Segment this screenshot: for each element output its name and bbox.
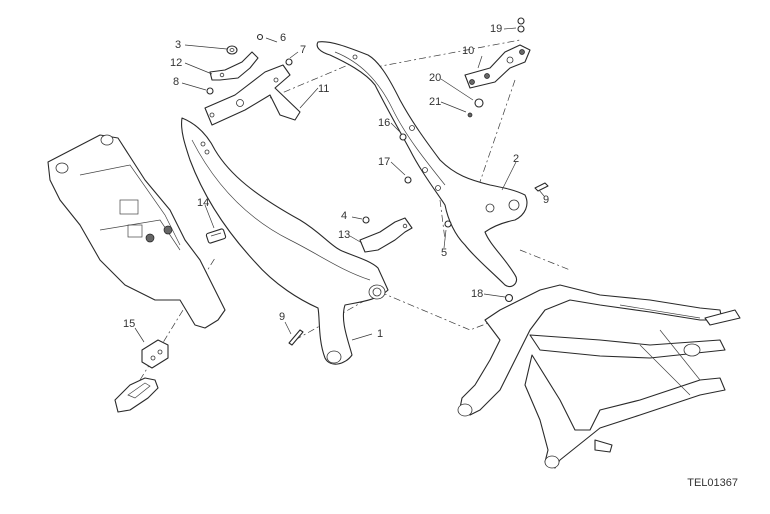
callout-14: 14 <box>197 197 210 209</box>
callout-8: 8 <box>173 76 180 88</box>
callout-7: 7 <box>300 44 307 56</box>
callout-17: 17 <box>378 156 391 168</box>
part-14-pad <box>205 228 227 244</box>
callout-21: 21 <box>429 96 442 108</box>
callout-20: 20 <box>429 72 442 84</box>
callout-15: 15 <box>123 318 136 330</box>
part-1-left-subframe <box>181 117 389 365</box>
small-fasteners <box>206 17 549 346</box>
callout-1: 1 <box>377 328 384 340</box>
drawing-code: TEL01367 <box>687 477 738 489</box>
callout-2: 2 <box>513 153 520 165</box>
part-3-spacer <box>226 45 238 55</box>
part-13-bracket <box>359 217 413 253</box>
callout-3: 3 <box>175 39 182 51</box>
callout-10: 10 <box>462 45 475 57</box>
callout-12: 12 <box>170 57 183 69</box>
callout-4: 4 <box>341 210 348 222</box>
main-trellis-frame <box>457 284 741 469</box>
callout-16: 16 <box>378 117 391 129</box>
callout-11: 11 <box>318 83 330 95</box>
callout-6: 6 <box>280 32 287 44</box>
callout-9-right: 9 <box>543 194 550 206</box>
callout-5: 5 <box>441 247 448 259</box>
callout-9-left: 9 <box>279 311 286 323</box>
rear-undertray <box>47 134 226 329</box>
callout-19: 19 <box>490 23 503 35</box>
part-2-right-subframe <box>316 41 528 288</box>
part-15-rubber-pad <box>114 339 169 413</box>
part-10-bracket <box>464 44 531 89</box>
callout-18: 18 <box>471 288 484 300</box>
part-11-plate <box>204 64 301 126</box>
callout-leaders <box>134 27 545 343</box>
part-12-clip-bracket <box>209 51 259 81</box>
callout-13: 13 <box>338 229 351 241</box>
